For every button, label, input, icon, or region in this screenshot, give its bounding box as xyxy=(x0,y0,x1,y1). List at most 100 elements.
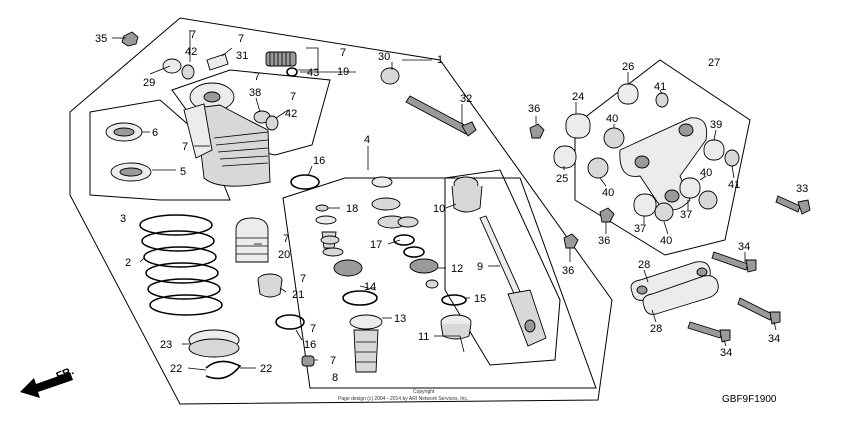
callout-6: 6 xyxy=(152,127,158,139)
callout-8: 8 xyxy=(332,372,338,384)
callout-7: 7 xyxy=(330,355,336,367)
group-outline-rod xyxy=(444,169,561,366)
bearing-40-b xyxy=(587,157,609,179)
collar-37-right xyxy=(679,177,701,199)
bearing-needle-lines xyxy=(269,52,291,66)
callout-40: 40 xyxy=(700,167,712,179)
group-outline-shock xyxy=(69,17,613,405)
callout-22: 22 xyxy=(170,363,182,375)
seal-41-right xyxy=(724,149,740,167)
circlip-16-upper xyxy=(290,174,320,190)
callout-7: 7 xyxy=(254,71,260,83)
collar-29 xyxy=(162,58,182,74)
callout-28: 28 xyxy=(638,259,650,271)
callout-19: 19 xyxy=(337,66,349,78)
callout-24: 24 xyxy=(572,91,584,103)
valve-stack xyxy=(371,176,467,306)
bearing-40-d xyxy=(654,202,674,222)
bearing-40-c xyxy=(698,190,718,210)
assembly-outlines xyxy=(69,17,751,405)
bolt-32-head xyxy=(461,121,477,137)
callout-7: 7 xyxy=(182,141,188,153)
callout-33: 33 xyxy=(796,183,808,195)
spring-seats xyxy=(105,122,152,182)
stopper-clip-22 xyxy=(205,360,242,380)
washer-30 xyxy=(380,67,400,85)
seal-42-lower xyxy=(265,115,279,131)
callout-40: 40 xyxy=(606,113,618,125)
shock-link-assembly xyxy=(553,83,740,222)
callout-34: 34 xyxy=(720,347,732,359)
callout-43: 43 xyxy=(307,67,319,79)
collar-39 xyxy=(703,139,725,161)
callout-14: 14 xyxy=(364,281,376,293)
lower-spring-seat xyxy=(188,329,242,380)
callout-25: 25 xyxy=(556,173,568,185)
callout-40: 40 xyxy=(660,235,672,247)
callout-7: 7 xyxy=(290,91,296,103)
callout-37: 37 xyxy=(634,223,646,235)
callout-27: 27 xyxy=(708,57,720,69)
callout-11: 11 xyxy=(418,331,429,343)
callout-30: 30 xyxy=(378,51,390,63)
callout-7: 7 xyxy=(310,323,316,335)
callout-37: 37 xyxy=(680,209,692,221)
callout-20: 20 xyxy=(278,249,290,261)
shock-absorber-body xyxy=(183,82,271,187)
tie-rods-28 xyxy=(630,261,719,315)
callout-7: 7 xyxy=(238,33,244,45)
leader-lines xyxy=(112,30,777,371)
collar-24 xyxy=(565,113,591,139)
callout-15: 15 xyxy=(474,293,486,305)
upper-mount-hardware xyxy=(121,31,477,137)
rod-seal-10 xyxy=(451,176,483,213)
bump-rubber-20 xyxy=(235,217,269,263)
shock-upper-eye-hole xyxy=(203,91,221,103)
callout-labels: 35 29 7 42 7 31 7 43 19 30 1 7 38 7 42 3… xyxy=(95,29,808,384)
callout-13: 13 xyxy=(394,313,406,325)
callout-36: 36 xyxy=(598,235,610,247)
o-ring-43 xyxy=(286,67,298,77)
rubber-cap-21 xyxy=(257,273,283,298)
callout-1: 1 xyxy=(437,54,443,66)
callout-3: 3 xyxy=(120,213,126,225)
lock-nut-6-hole xyxy=(113,127,135,137)
callout-41: 41 xyxy=(728,179,740,191)
callout-10: 10 xyxy=(433,203,445,215)
group-outline-linkage xyxy=(574,59,751,256)
needle-bearing-19 xyxy=(265,51,297,67)
bushing-31 xyxy=(206,53,229,71)
callout-32: 32 xyxy=(460,93,472,105)
collar-37-left xyxy=(633,193,657,217)
callout-17: 17 xyxy=(370,239,382,251)
callout-23: 23 xyxy=(160,339,172,351)
nut-36-a xyxy=(529,123,545,139)
callout-18: 18 xyxy=(346,203,358,215)
copyright-title: Copyright xyxy=(413,389,435,395)
callout-4: 4 xyxy=(364,134,370,146)
callout-9: 9 xyxy=(477,261,483,273)
callout-42: 42 xyxy=(185,46,197,58)
callout-2: 2 xyxy=(125,257,131,269)
callout-26: 26 xyxy=(622,61,634,73)
callout-22: 22 xyxy=(260,363,272,375)
callout-34: 34 xyxy=(768,333,780,345)
callout-41: 41 xyxy=(654,81,666,93)
callout-39: 39 xyxy=(710,119,722,131)
nut-36-b xyxy=(599,207,615,223)
bolt-32-shank xyxy=(405,95,471,135)
callout-28: 28 xyxy=(650,323,662,335)
callout-29: 29 xyxy=(143,77,155,89)
callout-38: 38 xyxy=(249,87,261,99)
callout-35: 35 xyxy=(95,33,107,45)
group-outline-spring-set xyxy=(89,99,231,201)
callout-16: 16 xyxy=(313,155,325,167)
callout-16: 16 xyxy=(304,339,316,351)
valve-cap-8 xyxy=(301,355,315,367)
callout-21: 21 xyxy=(292,289,304,301)
callout-31: 31 xyxy=(236,50,248,62)
bolt-head-35 xyxy=(121,31,139,47)
callout-36: 36 xyxy=(562,265,574,277)
bearing-40-a xyxy=(603,127,625,149)
